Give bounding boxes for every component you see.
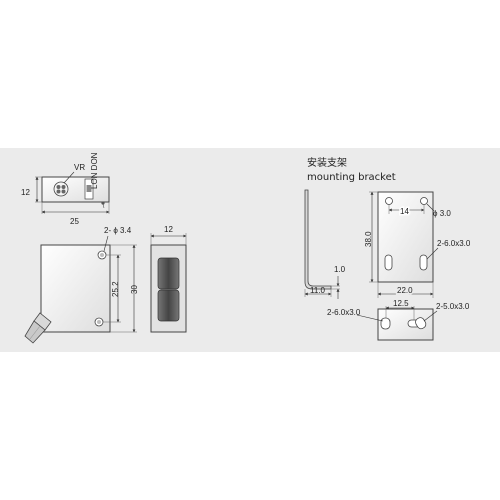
bracket-hole-left xyxy=(385,197,393,205)
front-inner-dim: 25.2 xyxy=(111,281,120,297)
top-view-width-dim: 25 xyxy=(70,217,79,226)
front-view-body xyxy=(40,244,111,333)
mode-switch-label: LON DON xyxy=(90,152,99,189)
base-slot-left xyxy=(380,317,391,330)
vr-label: VR xyxy=(74,163,85,172)
bracket-slot-left xyxy=(384,254,393,271)
top-view-height-dim: 12 xyxy=(21,188,30,197)
bracket-profile xyxy=(304,189,332,290)
bracket-slot-label-3: 2-5.0x3.0 xyxy=(436,302,470,311)
bracket-height-dim: 38.0 xyxy=(364,231,373,247)
vr-knob xyxy=(53,181,69,197)
front-hole-label: 2- ϕ 3.4 xyxy=(104,226,132,235)
bracket-thickness-dim: 1.0 xyxy=(334,265,346,274)
cable xyxy=(24,312,52,344)
bracket-slot-label-2: 2-6.0x3.0 xyxy=(327,308,361,317)
bracket-title-cn: 安装支架 xyxy=(307,156,347,169)
base-slot-spacing: 12.5 xyxy=(393,299,409,308)
front-view: 2- ϕ 3.4 25.2 30 xyxy=(24,226,139,344)
side-width-dim: 12 xyxy=(164,225,173,234)
bracket-hole-dia: ϕ 3.0 xyxy=(433,209,451,218)
bracket-foot-dim: 11.0 xyxy=(310,286,326,295)
base-slot-right xyxy=(415,317,427,330)
bracket-slot-right xyxy=(419,254,428,271)
bracket-slot-label-1: 2-6.0x3.0 xyxy=(437,239,471,248)
front-outer-dim: 30 xyxy=(130,285,139,294)
top-view-body xyxy=(41,176,110,203)
bracket-hole-spacing: 14 xyxy=(400,207,409,216)
lens-upper xyxy=(157,257,180,290)
top-view: LON DON VR 12 25 xyxy=(21,152,110,226)
side-view: 12 xyxy=(150,225,187,333)
mounting-bracket: 安装支架 mounting bracket 1.0 11.0 14 ϕ 3.0 … xyxy=(304,156,471,341)
led-indicator xyxy=(101,201,105,205)
bracket-width-dim: 22.0 xyxy=(397,286,413,295)
bracket-hole-right xyxy=(420,197,428,205)
lens-lower xyxy=(157,289,180,322)
bracket-title-en: mounting bracket xyxy=(307,172,396,183)
